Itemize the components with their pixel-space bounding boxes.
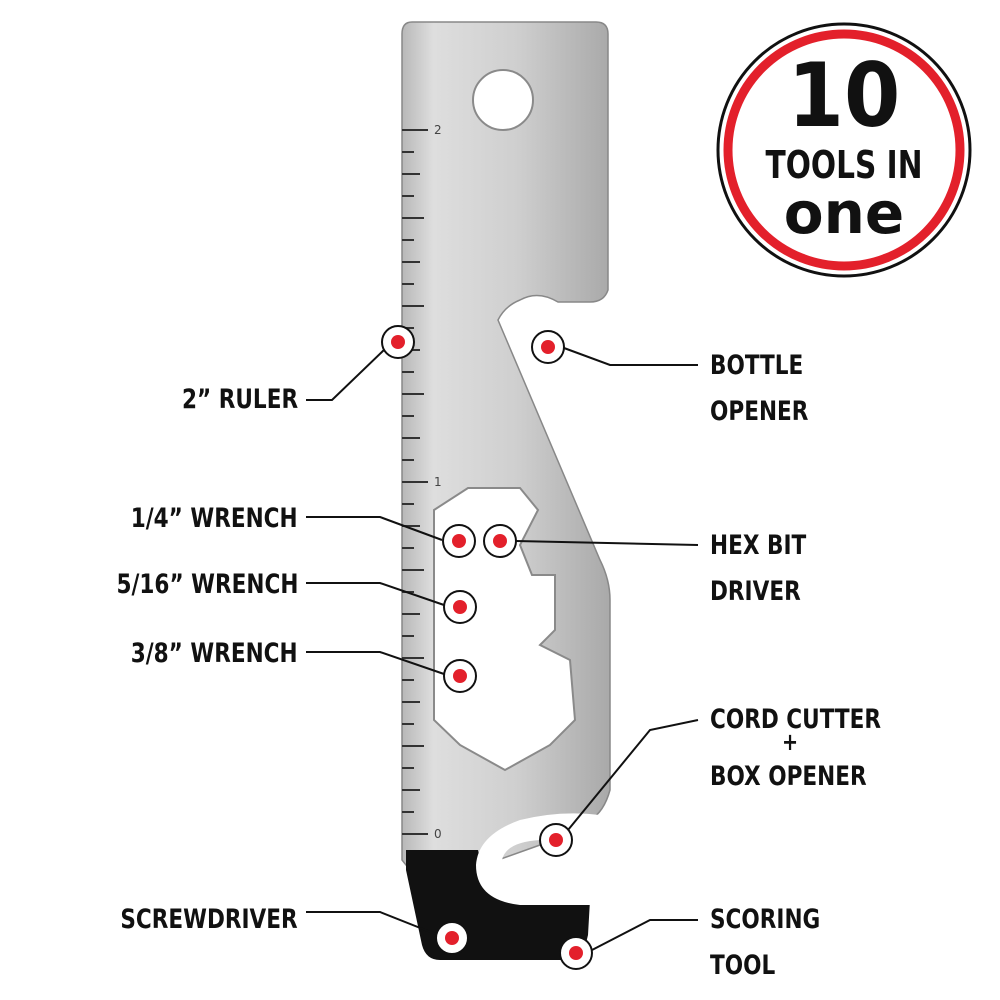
label-scoring-line1: SCORING [710, 904, 821, 935]
label-cord-cutter-line1: CORD CUTTER [710, 704, 882, 735]
badge-line-tools-in: TOOLS IN [765, 143, 923, 187]
badge-number: 10 [787, 44, 901, 147]
marker-wrench-3-8 [443, 659, 477, 693]
marker-screwdriver [435, 921, 469, 955]
leader-screwdriver [306, 911, 439, 936]
badge-line-one: one [783, 179, 905, 247]
leader-cord-cutter [567, 719, 699, 831]
marker-ruler [381, 325, 415, 359]
label-screwdriver: SCREWDRIVER [120, 904, 298, 935]
ruler-ticks [402, 129, 428, 835]
label-wrench-quarter: 1/4” WRENCH [131, 503, 298, 534]
label-wrench-3-8: 3/8” WRENCH [131, 638, 298, 669]
label-hex-bit-line2: DRIVER [710, 576, 801, 607]
leader-bottle-opener [563, 347, 698, 366]
label-bottle-opener-line1: BOTTLE [710, 350, 804, 381]
label-wrench-5-16: 5/16” WRENCH [116, 569, 298, 600]
leader-ruler [306, 347, 387, 401]
marker-scoring [559, 936, 593, 970]
label-bottle-opener-line2: OPENER [710, 396, 809, 427]
leader-hex-bit [515, 540, 699, 546]
markers [381, 325, 593, 970]
label-ruler: 2” RULER [181, 384, 298, 415]
leader-wrench-3-8 [306, 651, 445, 675]
leader-wrench-5-16 [306, 582, 445, 606]
label-hex-bit-line1: HEX BIT [710, 530, 807, 561]
leader-wrench-quarter [306, 516, 443, 541]
wrench-cutout [433, 487, 577, 772]
leader-scoring [591, 919, 698, 951]
ruler-mark-1: 1 [434, 475, 442, 489]
label-scoring-line2: TOOL [710, 950, 776, 981]
marker-wrench-quarter [442, 524, 476, 558]
label-cord-cutter-plus: + [781, 728, 799, 756]
badge-ring [716, 22, 972, 278]
marker-bottle-opener [531, 330, 565, 364]
ruler-mark-2: 2 [434, 123, 442, 137]
label-cord-cutter-line2: BOX OPENER [710, 761, 867, 792]
ruler-mark-0: 0 [434, 827, 442, 841]
marker-hex-bit [483, 524, 517, 558]
keyring-hole [472, 69, 534, 131]
marker-cord-cutter [539, 823, 573, 857]
marker-wrench-5-16 [443, 590, 477, 624]
leader-lines [306, 347, 699, 951]
